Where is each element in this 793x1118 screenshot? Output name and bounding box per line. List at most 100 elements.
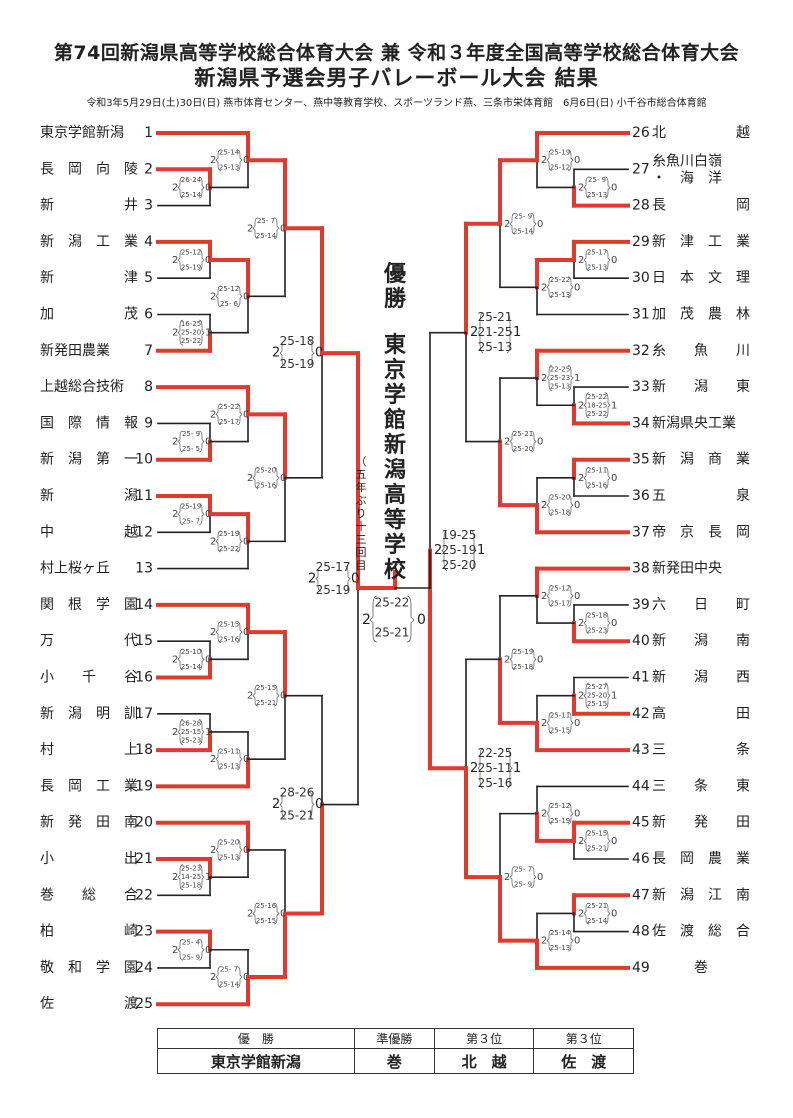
sets-won: 2 <box>172 255 178 266</box>
venue-dates: 令和3年5月29日(土)30日(日) 燕市体育センター、燕中等教育学校、スポーツ… <box>86 98 707 109</box>
team-name: 佐 渡 総 合 <box>652 924 750 940</box>
set-score: 25-13 <box>219 853 239 861</box>
team-seed: 1 <box>144 125 153 141</box>
score-brace-left <box>215 530 222 553</box>
final-sets-lost: 0 <box>417 612 426 628</box>
score-brace-right <box>273 217 280 240</box>
team-name: 長 岡 向 陵 <box>40 161 138 177</box>
score-brace-right <box>604 392 611 419</box>
score-brace-right <box>198 648 205 671</box>
set-score: 25-21 <box>587 844 607 852</box>
set-score: 26-28 <box>181 719 201 727</box>
team-seed: 3 <box>144 198 153 214</box>
champion-name: 東京学館新潟高等学校 <box>380 333 410 583</box>
team-seed: 24 <box>135 960 153 976</box>
set-score: 25-22 <box>550 276 570 284</box>
sets-lost: 1 <box>205 727 211 738</box>
score-brace-left <box>177 430 184 453</box>
score-brace-right <box>236 748 243 771</box>
team-name: 中 越 <box>40 524 138 540</box>
score-brace-right <box>273 684 280 707</box>
sets-won: 2 <box>247 691 253 702</box>
score-brace-left <box>177 938 184 961</box>
sets-lost: 0 <box>205 437 211 448</box>
sets-lost: 0 <box>574 282 580 293</box>
score-brace-left <box>279 791 286 818</box>
set-score: 25-20 <box>256 466 276 474</box>
set-score: 25-22 <box>587 410 607 418</box>
champion-note-char: 十 <box>355 520 367 533</box>
champion-note-char: 三 <box>355 533 367 546</box>
sets-lost: 0 <box>611 908 617 919</box>
score-brace-left <box>252 684 259 707</box>
set-score: 25-19 <box>280 357 315 371</box>
score-brace-right <box>604 902 611 925</box>
team-name: 柏 崎 <box>40 924 138 940</box>
sets-won: 2 <box>541 373 547 384</box>
sets-lost: 0 <box>537 437 543 448</box>
set-score: 25-14 <box>219 980 240 988</box>
sets-won: 2 <box>272 797 280 812</box>
score-brace-right <box>530 866 537 888</box>
champion-name-char: 東 <box>383 333 406 358</box>
sets-lost: 1 <box>611 400 617 411</box>
score-brace-right <box>604 830 611 852</box>
set-score: 25-12 <box>550 164 570 172</box>
score-brace-right <box>198 430 205 453</box>
score-brace-right <box>530 648 537 671</box>
team-name: 巻 <box>652 960 708 976</box>
team-name: 新発田中央 <box>652 561 722 577</box>
score-brace-right <box>273 902 280 925</box>
set-score: 25-21 <box>587 902 607 910</box>
score-brace-left <box>177 648 184 671</box>
team-seed: 39 <box>632 597 650 613</box>
set-score: 25-18 <box>587 612 607 620</box>
team-seed: 4 <box>144 234 153 250</box>
set-score: 25-14 <box>513 227 534 235</box>
set-score: 25-27 <box>587 683 607 691</box>
team-seed: 21 <box>135 851 153 867</box>
score-brace-right <box>198 503 205 525</box>
score-brace-right <box>236 285 243 308</box>
set-score: 25-14 <box>181 663 202 671</box>
set-score: 25-15 <box>550 726 570 734</box>
sets-won: 2 <box>578 255 584 266</box>
team-seed: 8 <box>144 379 153 395</box>
set-score: 25-20 <box>219 838 239 846</box>
team-name: 新 発 田 <box>652 815 750 831</box>
champion-note-char: 目 <box>355 559 367 572</box>
score-brace-left <box>546 929 553 952</box>
sets-lost: 1 <box>513 325 521 340</box>
team-name: 加 茂 農 林 <box>652 306 750 323</box>
sets-lost: 0 <box>205 945 211 956</box>
champion-note-char: 五 <box>355 468 367 481</box>
set-score: 25-20 <box>550 494 570 502</box>
score-brace-left <box>509 866 516 888</box>
champion-name-char: 学 <box>383 533 406 558</box>
team-seed: 9 <box>144 415 153 431</box>
set-score: 25-16 <box>478 776 513 790</box>
score-brace-left <box>583 176 590 199</box>
score-brace-left <box>509 430 516 453</box>
sets-lost: 0 <box>243 754 249 765</box>
team-seed: 13 <box>135 561 153 577</box>
score-brace-right <box>530 430 537 453</box>
score-brace-right <box>273 467 280 489</box>
set-score: 22-25 <box>478 746 513 760</box>
score-brace-right <box>567 365 574 391</box>
sets-won: 2 <box>272 346 280 361</box>
team-seed: 5 <box>144 270 153 286</box>
set-score: 25-19 <box>513 648 533 656</box>
score-brace-left <box>215 403 222 426</box>
sets-lost: 0 <box>243 291 249 302</box>
champion-name-char: 等 <box>383 508 406 533</box>
team-seed: 33 <box>632 379 650 395</box>
set-score: 25-14 <box>587 917 608 925</box>
set-score: 25- 7 <box>182 518 200 526</box>
team-seed: 45 <box>632 815 650 831</box>
team-name: 糸 魚 川 <box>652 343 750 359</box>
set-score: 25- 7 <box>257 217 275 225</box>
score-brace-left <box>546 276 553 299</box>
score-brace-left <box>546 365 553 391</box>
sets-won: 2 <box>504 654 510 665</box>
